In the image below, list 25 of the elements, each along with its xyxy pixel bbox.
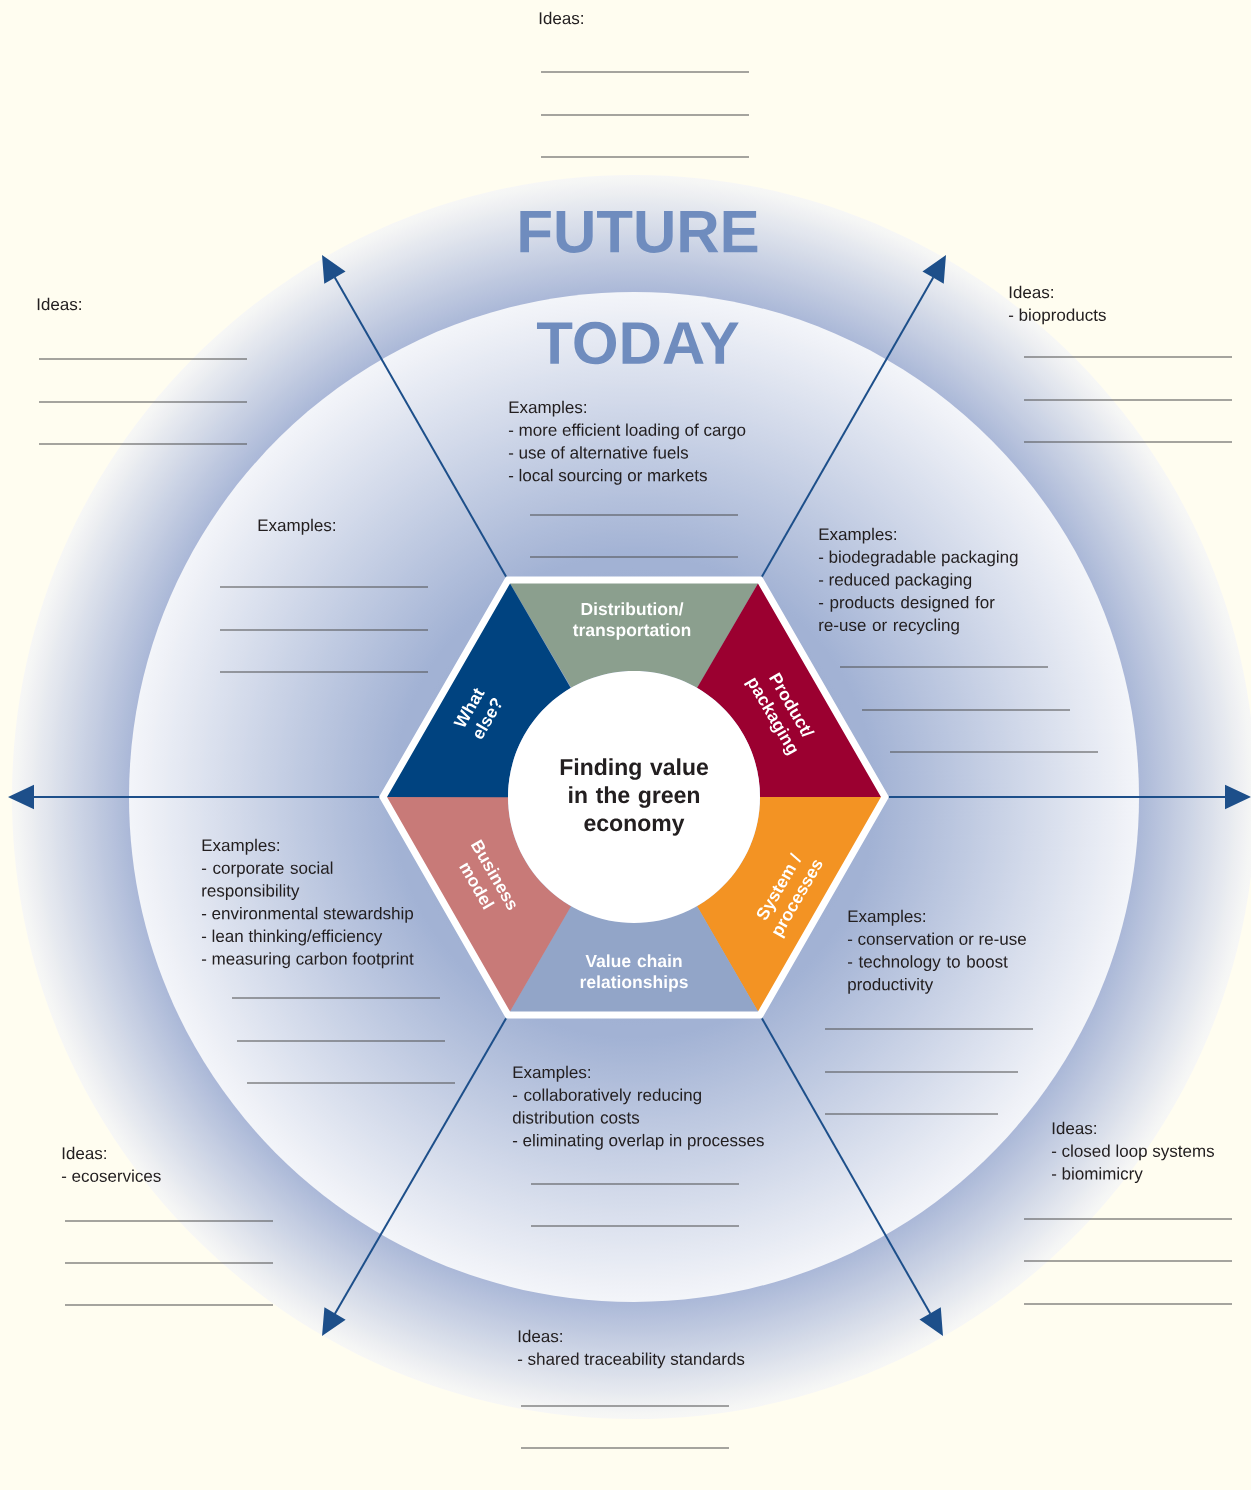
list-heading: Examples:	[819, 527, 896, 544]
list-item: - biomimicry	[1051, 1167, 1143, 1184]
list-item: - biodegradable packaging	[818, 550, 1018, 567]
list-heading: Examples:	[202, 838, 279, 855]
list-item: - shared traceability standards	[517, 1352, 745, 1369]
list-item: - ecoservices	[61, 1169, 161, 1182]
ring-title: TODAY	[537, 321, 739, 365]
list-item: - bioproducts	[1008, 308, 1106, 325]
list-item: - corporate social responsibility	[201, 861, 333, 901]
list-heading: Ideas:	[37, 297, 81, 311]
list-item: - local sourcing or markets	[508, 468, 707, 485]
list-heading: Examples:	[509, 400, 586, 417]
list-item: - closed loop systems	[1051, 1144, 1214, 1161]
list-heading: Ideas:	[1009, 285, 1053, 299]
list-item: - more efficient loading of cargo	[508, 423, 746, 440]
list-heading: Ideas:	[539, 11, 583, 25]
list-heading: Examples:	[513, 1065, 590, 1082]
ring-title: FUTURE	[520, 211, 758, 253]
list-heading: Ideas:	[62, 1146, 106, 1160]
list-heading: Ideas:	[518, 1329, 562, 1343]
list-item: - use of alternative fuels	[508, 446, 689, 459]
list-item: - eliminating overlap in processes	[512, 1133, 764, 1150]
list-heading: Examples:	[258, 518, 335, 535]
list-item: - collaboratively reducing distribution costs	[512, 1088, 701, 1124]
list-heading: Ideas:	[1052, 1121, 1096, 1135]
